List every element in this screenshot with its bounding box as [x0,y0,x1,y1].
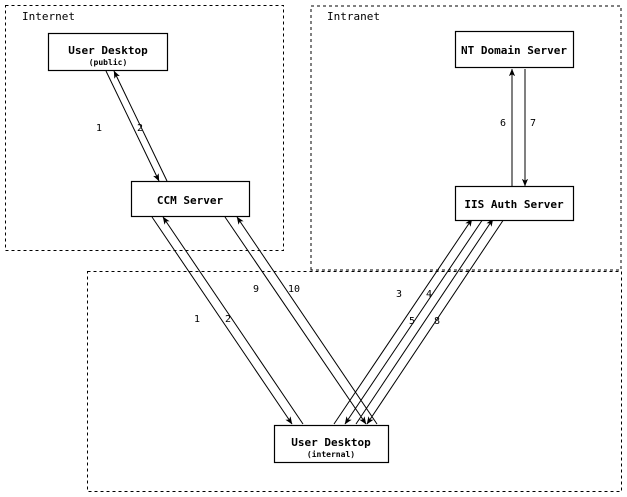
step-label-1-public: 1 [96,123,102,134]
step-label-7: 7 [530,118,536,129]
step-label-6: 6 [500,118,506,129]
node-ccm-server[interactable]: CCM Server [130,180,251,218]
flow-internal-desktop-ccm-a [151,216,304,425]
node-iis-auth-server[interactable]: IIS Auth Server [454,185,575,222]
step-label-3: 3 [396,289,402,300]
step-label-8: 8 [434,316,440,327]
flow-internal-desktop-iis-a [333,218,484,425]
zone-label-internet: Internet [22,10,75,23]
node-user-desktop-internal-subtitle: (internal) [307,449,355,459]
flow-ccm-internal-desktop-b [224,216,378,425]
zone-label-intranet: Intranet [327,10,380,23]
node-user-desktop-public-title: User Desktop [68,44,148,57]
node-user-desktop-internal[interactable]: User Desktop (internal) [273,424,390,464]
node-user-desktop-public-subtitle: (public) [89,57,128,67]
node-user-desktop-public[interactable]: User Desktop (public) [47,32,169,72]
node-nt-domain-server[interactable]: NT Domain Server [454,30,575,69]
node-iis-auth-server-title: IIS Auth Server [464,198,564,211]
flow-internal-desktop-iis-b [355,218,505,425]
flow-iis-nt-domain [508,68,529,187]
step-label-5: 5 [409,316,415,327]
node-user-desktop-internal-title: User Desktop [291,436,371,449]
step-label-2-public: 2 [137,123,143,134]
flow-public-desktop-ccm [105,70,168,182]
step-label-10: 10 [288,284,300,295]
zone-boundary-internet [5,5,284,251]
step-label-4: 4 [426,289,432,300]
node-nt-domain-server-title: NT Domain Server [461,44,567,57]
step-label-2-internal: 2 [225,314,231,325]
zone-boundary-internal [87,271,622,492]
step-label-9: 9 [253,284,259,295]
step-label-1-internal: 1 [194,314,200,325]
zone-boundary-intranet [310,5,622,271]
node-ccm-server-title: CCM Server [157,194,224,207]
